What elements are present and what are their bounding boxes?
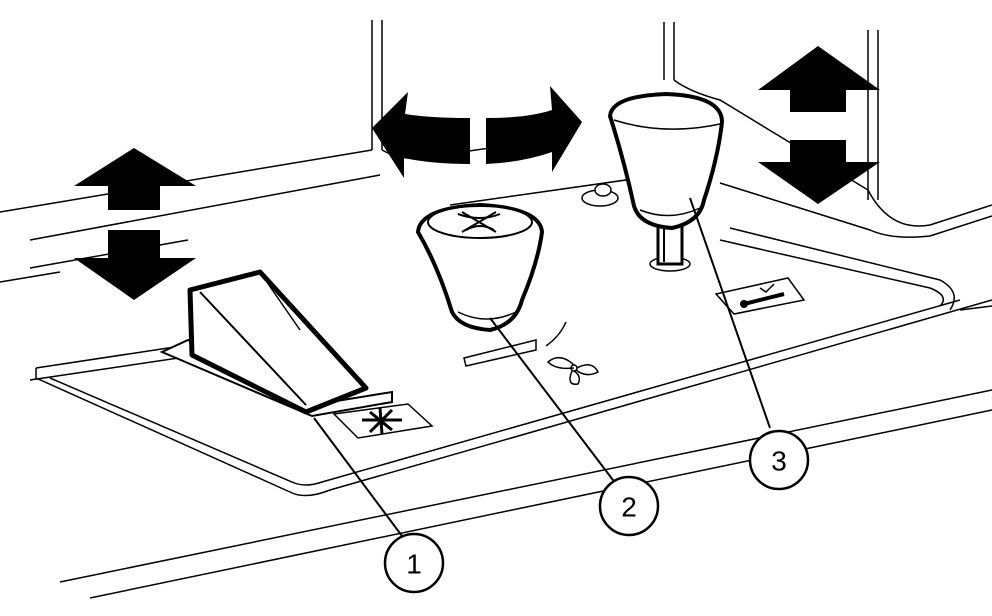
callout-3: 3 [748, 429, 810, 491]
leader-line-3 [689, 197, 771, 429]
fan-icon [546, 356, 600, 385]
callout-1: 1 [383, 532, 445, 594]
rocker-switch[interactable] [159, 269, 434, 439]
leader-line-2 [489, 317, 617, 485]
rotate-arrow-center [372, 86, 582, 178]
leader-lines [313, 197, 771, 537]
cross-cap-icon [457, 211, 501, 233]
callout-number: 3 [771, 446, 787, 477]
updown-arrow-left [74, 148, 196, 300]
callout-2: 2 [598, 475, 660, 537]
callout-number: 2 [621, 492, 637, 523]
rotary-knob[interactable] [415, 202, 600, 385]
updown-arrow-right [758, 46, 880, 204]
callout-number: 1 [406, 549, 422, 580]
leader-line-1 [313, 417, 403, 537]
fan-grid-icon [332, 403, 434, 439]
lever-knob[interactable] [581, 91, 806, 315]
